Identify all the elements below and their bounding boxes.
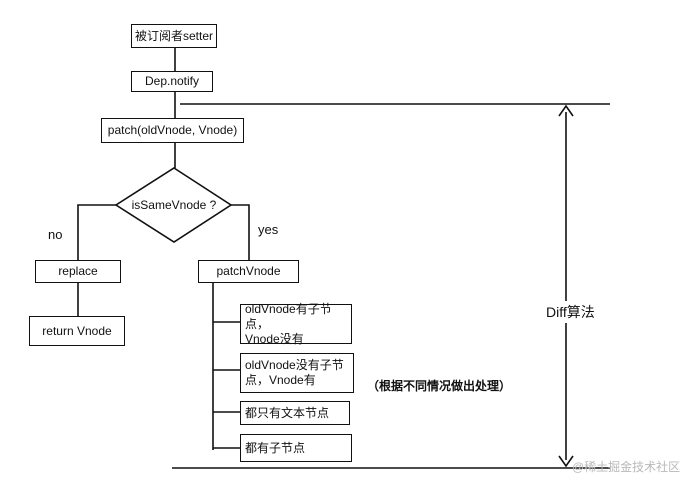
diff-range-arrow-head-top: [558, 104, 574, 117]
case1-line2: Vnode没有: [245, 331, 304, 346]
no-label: no: [48, 227, 63, 242]
connector-yes-branch: [231, 204, 250, 260]
watermark-text: @稀土掘金技术社区: [572, 460, 681, 474]
case2-line1: oldVnode没有子节: [245, 358, 344, 372]
case-both-children-node: 都有子节点: [240, 434, 352, 462]
case-note-label: （根据不同情况做出处理）: [367, 379, 512, 393]
patch-vnode-node: patchVnode: [198, 260, 299, 283]
case-new-has-children-node: oldVnode没有子节 点，Vnode有: [240, 353, 354, 393]
case2-line2: 点，Vnode有: [245, 373, 316, 387]
case1-line1: oldVnode有子节点，: [245, 301, 332, 331]
decision-node-label: isSameVnode ?: [131, 197, 217, 212]
replace-node: replace: [35, 260, 121, 283]
yes-label: yes: [258, 222, 279, 237]
dep-notify-node: Dep.notify: [131, 71, 213, 92]
diff-range-arrow-head-bottom: [558, 455, 574, 468]
decision-diamond-shape: [114, 167, 233, 243]
connector-no-branch: [77, 204, 116, 260]
return-vnode-node: return Vnode: [29, 316, 125, 346]
case-both-text-node: 都只有文本节点: [240, 401, 350, 425]
diff-algorithm-label: Diff算法: [544, 301, 597, 323]
case-old-has-children-node: oldVnode有子节点， Vnode没有: [240, 301, 352, 346]
patch-node: patch(oldVnode, Vnode): [101, 118, 244, 143]
setter-node: 被订阅者setter: [131, 24, 217, 48]
